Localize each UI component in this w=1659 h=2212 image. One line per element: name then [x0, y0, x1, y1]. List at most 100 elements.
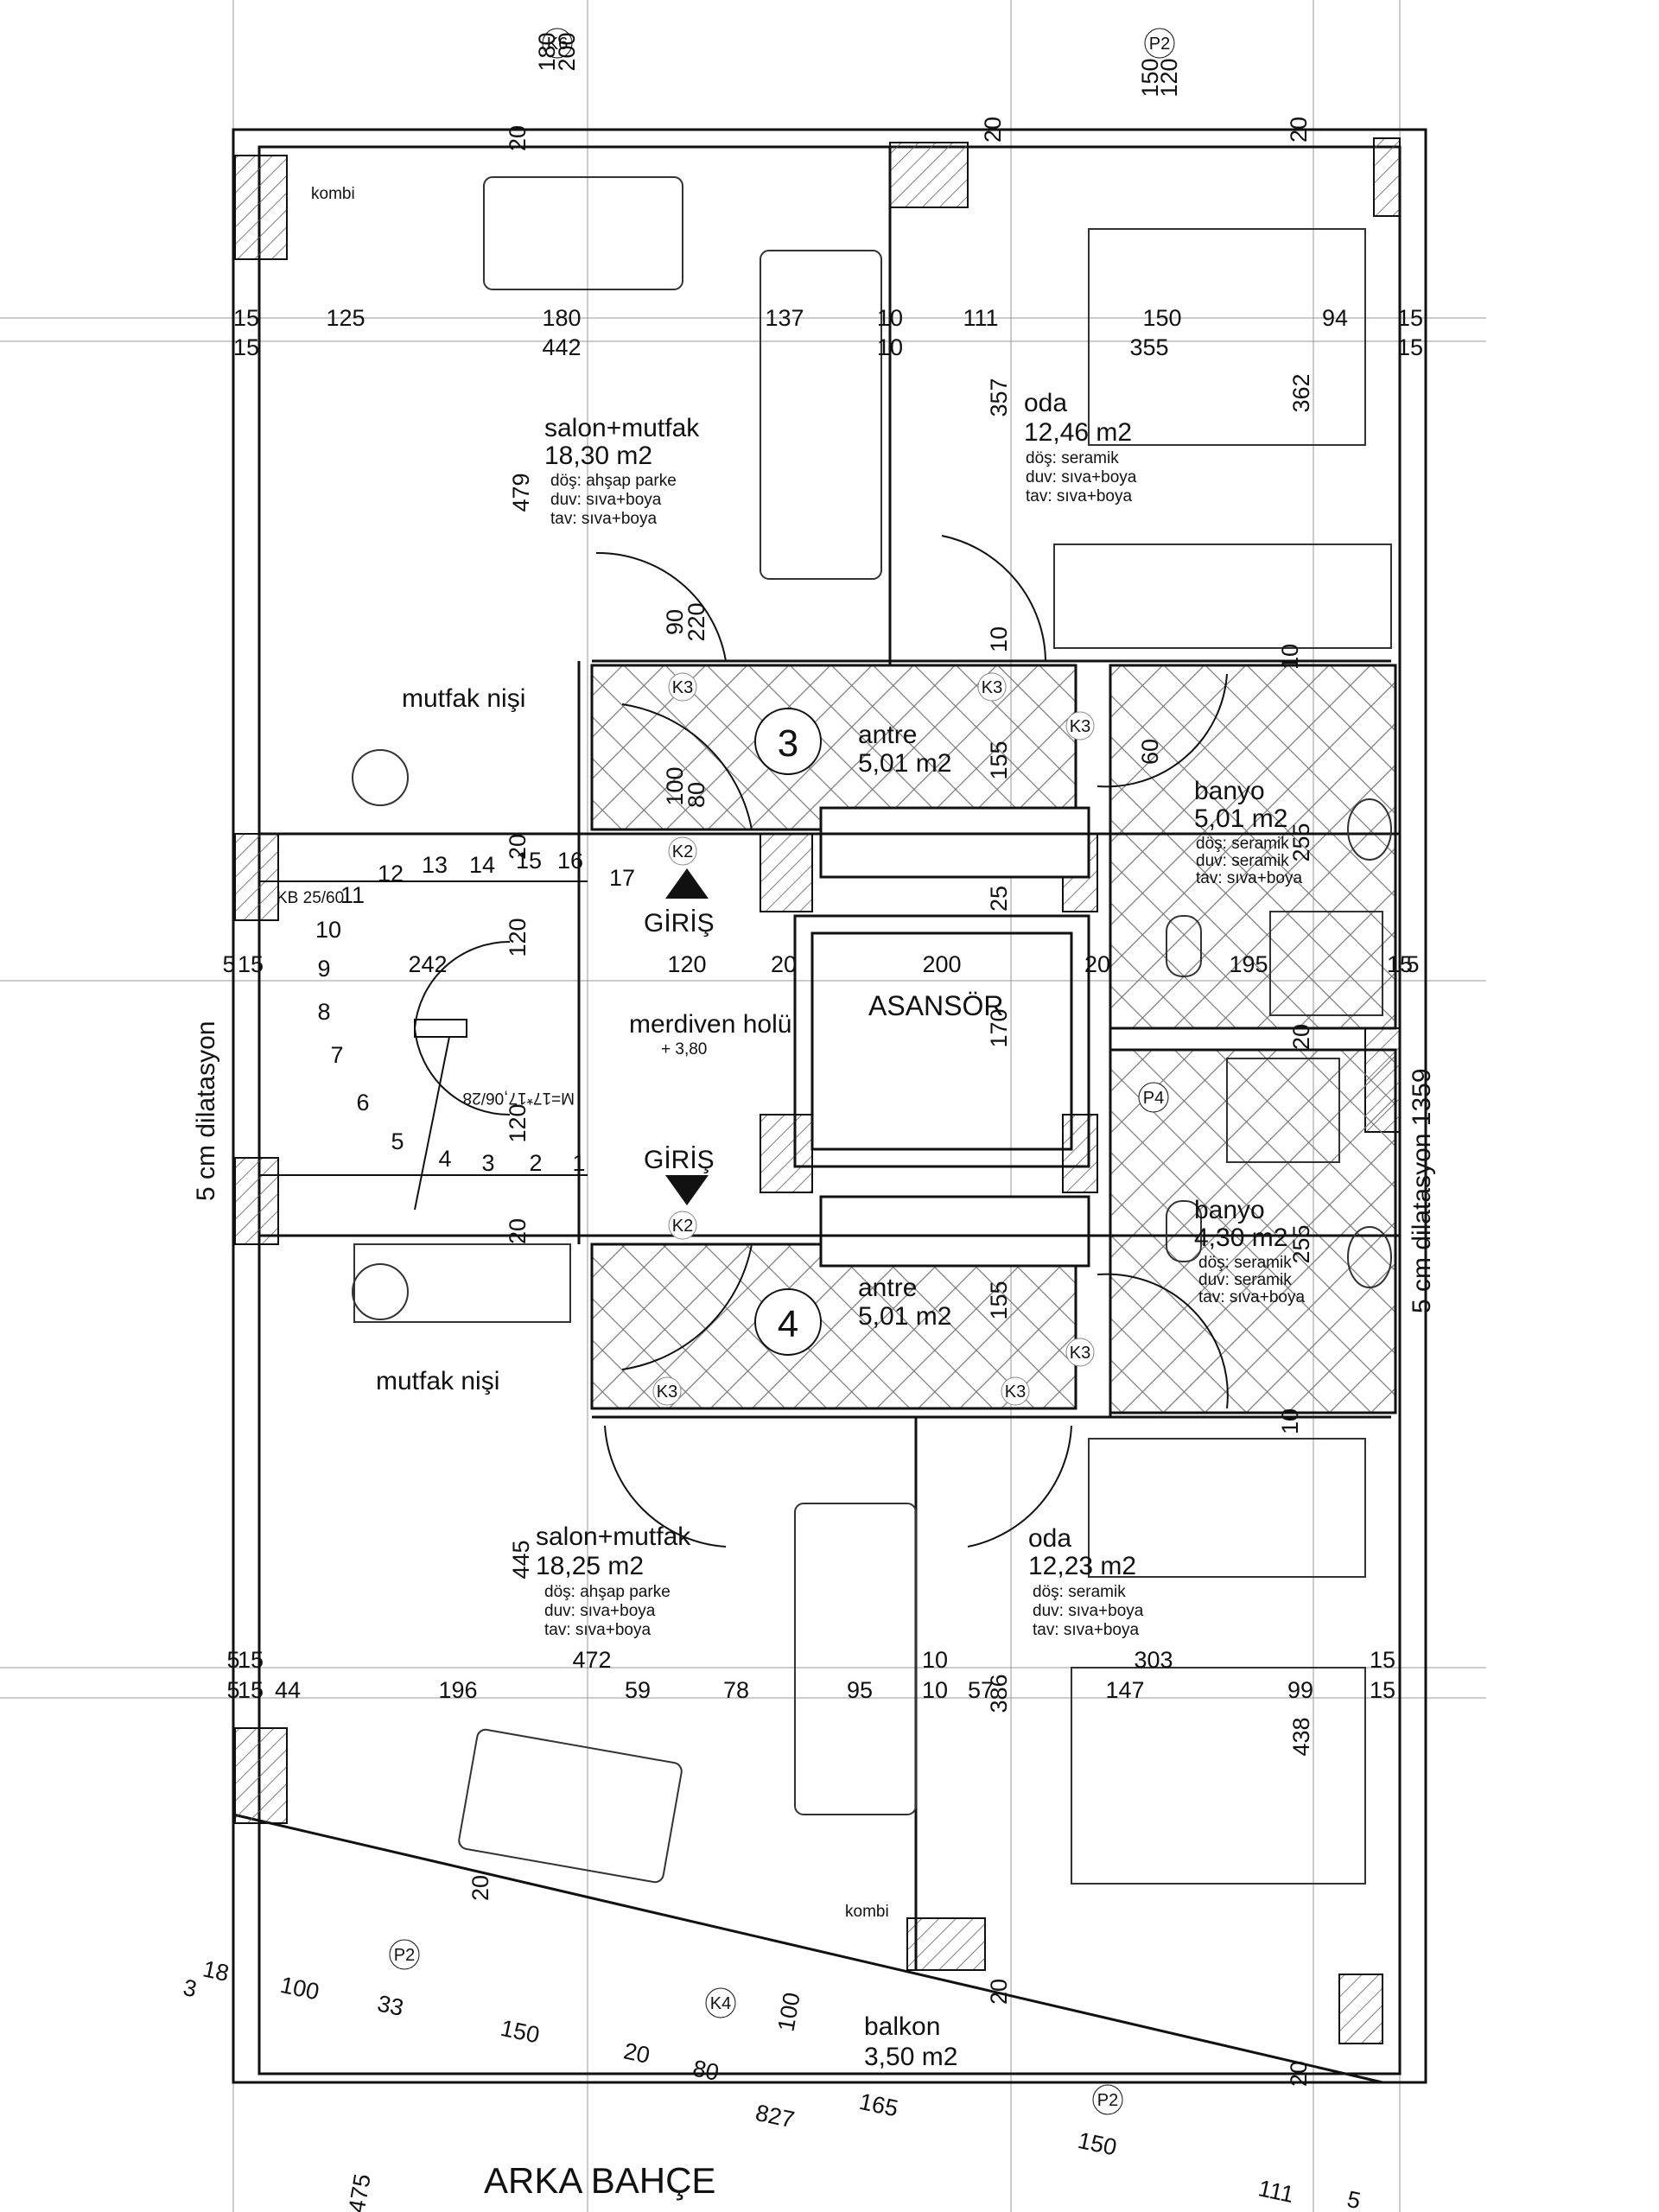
dim-step-11: 12 — [378, 861, 404, 887]
dim-low1-4: 303 — [1134, 1647, 1173, 1673]
dim-balc-12: 3 — [181, 1974, 199, 2002]
unit-4-salon-floor: döş: ahşap parke — [544, 1583, 671, 1601]
dim-step-15: 16 — [557, 848, 583, 874]
stair-hall-level: + 3,80 — [661, 1040, 707, 1058]
unit-4-oda-area: 12,23 m2 — [1028, 1552, 1136, 1580]
dim-step-0: 1 — [572, 1150, 585, 1176]
dim-low2-10: 99 — [1287, 1677, 1313, 1703]
tag-k3-5: K3 — [657, 1382, 677, 1402]
dim-wall-8: 20 — [467, 1875, 493, 1901]
dim-balc-3: 150 — [499, 2015, 542, 2049]
unit-4-entry-label: GİRİŞ — [644, 1146, 715, 1174]
unit-4-number: 4 — [778, 1303, 798, 1345]
dim-mid-5: 200 — [922, 951, 961, 977]
dim-wall-11: 10 — [1277, 1408, 1303, 1434]
dim-balc-0: 18 — [200, 1955, 232, 1986]
dim-step-7: 8 — [317, 999, 330, 1025]
dim-balc-6: 827 — [753, 2100, 797, 2133]
unit-3-salon-name: salon+mutfak — [544, 414, 700, 442]
dim-top1-3: 137 — [765, 305, 804, 331]
dim-mid-6: 20 — [1084, 951, 1110, 977]
dim-wall-2: 20 — [1286, 117, 1312, 143]
dim-low2-8: 57 — [968, 1677, 994, 1703]
tag-k3-6: K3 — [1005, 1382, 1026, 1402]
dim-wall-6: 20 — [986, 1979, 1012, 2005]
kombi-bottom: kombi — [845, 1903, 889, 1921]
dim-wall-4: 20 — [505, 1218, 531, 1244]
dim-balc-2: 33 — [375, 1990, 406, 2021]
dim-step-13: 14 — [469, 852, 495, 878]
entry-arrow-down — [665, 1175, 709, 1205]
tag-p2-top: P2 — [1149, 35, 1170, 54]
dim-door-1: 200 — [554, 32, 580, 71]
dim-vert-8: 255 — [1288, 1224, 1314, 1263]
dim-step-6: 7 — [330, 1042, 343, 1068]
stair-formula: M=17*17,06/28 — [463, 1089, 575, 1107]
unit-3-salon-wall: duv: sıva+boya — [550, 491, 662, 509]
dim-step-2: 3 — [481, 1150, 494, 1176]
unit-4-banyo-area: 4,30 m2 — [1194, 1224, 1287, 1252]
dim-vert-7: 155 — [986, 1281, 1012, 1319]
dim-wall-12: 120 — [505, 918, 531, 957]
dim-wall-3: 20 — [505, 834, 531, 860]
dim-mid-0: 5 — [222, 951, 235, 977]
unit-4-oda-floor: döş: seramik — [1033, 1583, 1126, 1601]
dim-low1-5: 15 — [1370, 1647, 1395, 1673]
unit-4-balkon-name: balkon — [864, 2012, 940, 2041]
dim-door-3: 120 — [1156, 58, 1182, 97]
dim-top1-7: 94 — [1322, 305, 1348, 331]
dim-mid-2: 242 — [408, 951, 447, 977]
dim-balc-9: 111 — [1256, 2175, 1296, 2208]
dim-mid-8: 15 — [1387, 951, 1413, 977]
unit-4-banyo-name: banyo — [1194, 1196, 1265, 1224]
dim-low2-5: 78 — [723, 1677, 749, 1703]
dim-door-6: 100 — [662, 766, 688, 805]
unit-3-banyo-name: banyo — [1194, 777, 1265, 805]
dim-step-3: 4 — [438, 1146, 451, 1172]
dim-balc-13: 100 — [772, 1991, 804, 2034]
unit-3-salon-area: 18,30 m2 — [544, 442, 652, 470]
unit-4-antre-name: antre — [858, 1274, 917, 1302]
dim-vert-4: 155 — [986, 741, 1012, 779]
interior-walls — [259, 147, 1400, 1970]
dim-low1-1: 15 — [238, 1647, 264, 1673]
unit-4-salon-wall: duv: sıva+boya — [544, 1602, 656, 1620]
dim-top2-0: 15 — [233, 334, 259, 360]
dim-low2-6: 95 — [847, 1677, 873, 1703]
unit-4-salon-ceiling: tav: sıva+boya — [544, 1621, 651, 1639]
dim-step-16: 17 — [609, 865, 635, 891]
unit-4-banyo-floor: döş: seramik — [1198, 1254, 1292, 1272]
left-expansion-joint: 5 cm dilatasyon — [192, 1021, 220, 1201]
unit-4-oda-name: oda — [1028, 1524, 1071, 1553]
unit-3-kitchen-niche: mutfak nişi — [402, 684, 525, 713]
tag-k6: K6 — [547, 35, 568, 54]
dim-top1-8: 15 — [1397, 305, 1423, 331]
dim-vert-11: 438 — [1288, 1717, 1314, 1756]
dim-top1-5: 111 — [963, 305, 998, 331]
dim-balc-7: 165 — [857, 2088, 900, 2122]
dim-low2-2: 44 — [275, 1677, 301, 1703]
dim-step-14: 15 — [516, 848, 542, 874]
unit-3-oda-floor: döş: seramik — [1026, 449, 1119, 467]
dim-step-8: 9 — [317, 956, 330, 982]
unit-3-circle — [754, 708, 822, 775]
unit-3-number: 3 — [778, 722, 798, 765]
tag-k3-2: K3 — [982, 678, 1002, 697]
unit-3-antre-area: 5,01 m2 — [858, 749, 951, 778]
dim-wall-7: 20 — [1286, 2061, 1312, 2087]
unit-4-antre-area: 5,01 m2 — [858, 1302, 951, 1331]
right-expansion-joint: 5 cm dilatasyon 1359 — [1408, 1068, 1436, 1313]
door-swings — [595, 535, 1229, 1548]
dim-top2-3: 355 — [1129, 334, 1168, 360]
unit-4-kitchen-niche: mutfak nişi — [376, 1367, 499, 1395]
dim-vert-5: 255 — [1288, 823, 1314, 861]
furniture — [352, 176, 1392, 1885]
dim-low2-3: 196 — [438, 1677, 477, 1703]
dim-low2-1: 15 — [238, 1677, 264, 1703]
dim-balc-1: 100 — [278, 1972, 321, 2005]
dim-wall-10: 10 — [1277, 644, 1303, 670]
dim-low1-3: 10 — [922, 1647, 948, 1673]
tag-k4: K4 — [710, 1994, 731, 2013]
staircase — [259, 880, 588, 1211]
unit-3-banyo-area: 5,01 m2 — [1194, 804, 1287, 833]
